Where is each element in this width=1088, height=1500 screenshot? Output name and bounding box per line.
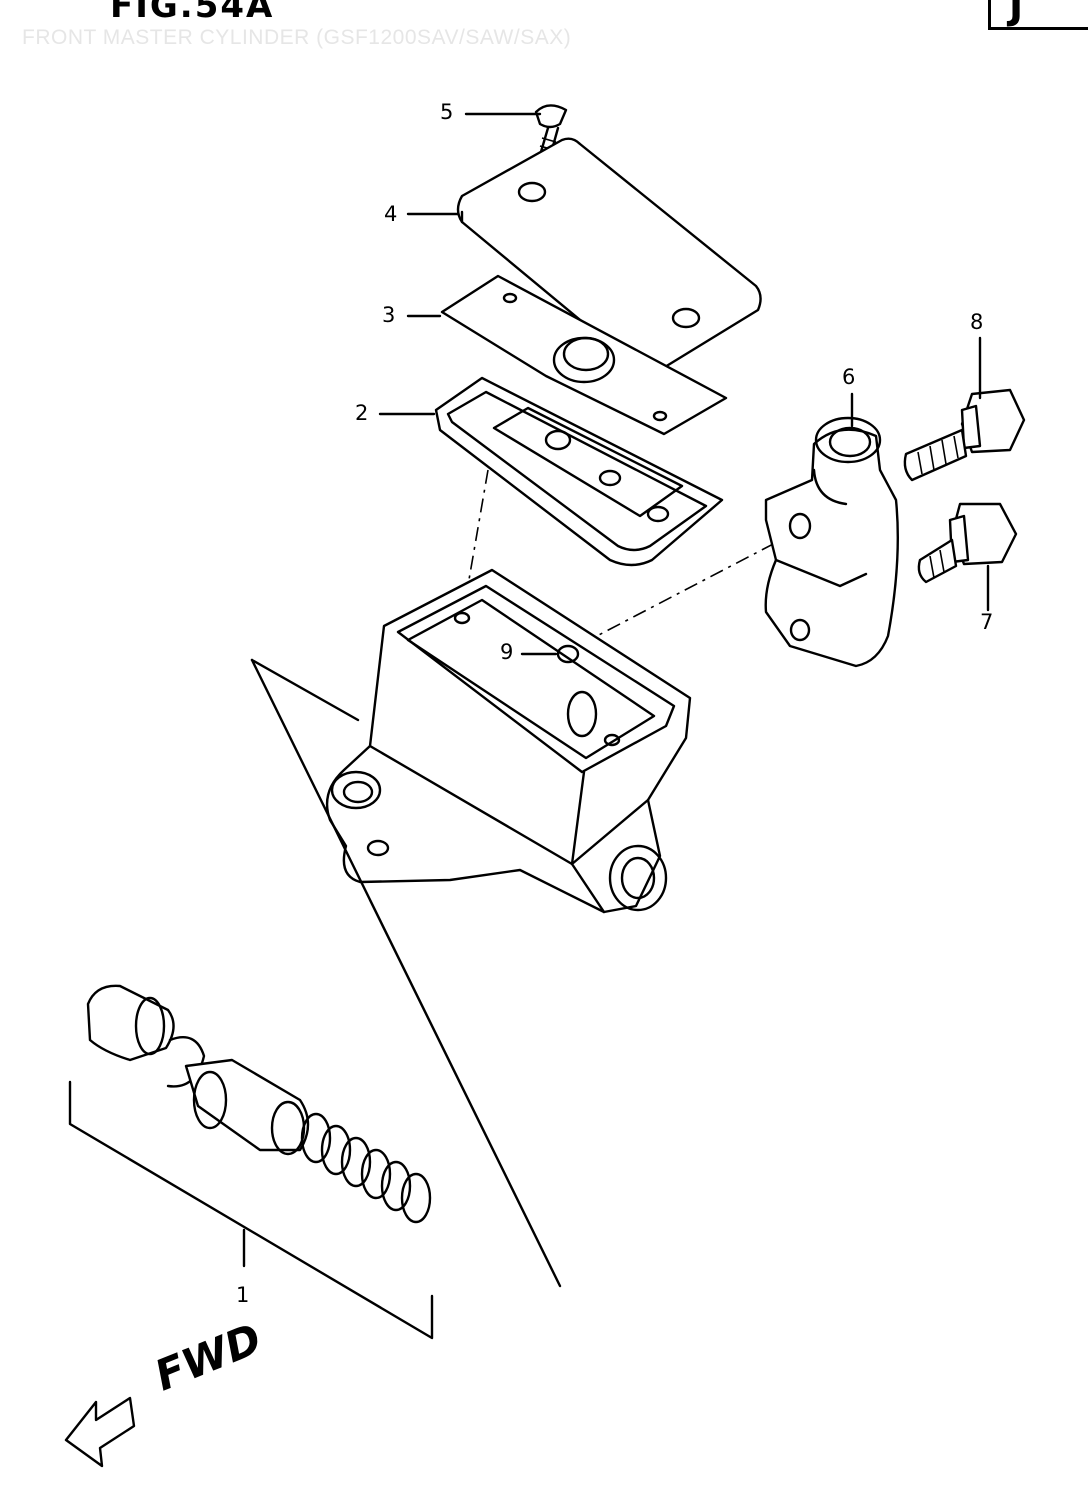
callout-4: 4 bbox=[384, 202, 398, 226]
return-spring bbox=[300, 1112, 432, 1224]
alignment-line-clamp-body bbox=[569, 529, 801, 651]
callout-7: 7 bbox=[980, 610, 994, 634]
part-1-piston-kit bbox=[86, 984, 432, 1224]
master-cylinder-body bbox=[325, 568, 692, 914]
part-1-bracket bbox=[68, 1080, 434, 1340]
callout-1: 1 bbox=[236, 1283, 250, 1307]
kit-pointer-line bbox=[250, 658, 562, 1288]
section-tab-letter: J bbox=[1009, 0, 1024, 28]
part-3-plate bbox=[440, 274, 728, 436]
part-7-bolt bbox=[917, 502, 1018, 584]
kit-pointer-line bbox=[250, 658, 360, 722]
part-8-bolt bbox=[903, 388, 1026, 482]
part-4-reservoir-cover bbox=[456, 137, 762, 374]
part-2-diaphragm bbox=[434, 376, 724, 567]
callout-6: 6 bbox=[842, 365, 856, 389]
section-tab: J bbox=[988, 0, 1088, 30]
callout-5: 5 bbox=[440, 100, 454, 124]
arrow-left-icon bbox=[64, 1396, 136, 1468]
leader-lines bbox=[378, 112, 990, 656]
figure-subtitle: FRONT MASTER CYLINDER (GSF1200SAV/SAW/SA… bbox=[22, 26, 572, 49]
figure-number: FIG.54A bbox=[110, 0, 275, 26]
callout-2: 2 bbox=[355, 401, 369, 425]
callout-9: 9 bbox=[500, 640, 514, 664]
part-6-clamp bbox=[764, 416, 899, 668]
callout-3: 3 bbox=[382, 303, 396, 327]
callout-8: 8 bbox=[970, 310, 984, 334]
